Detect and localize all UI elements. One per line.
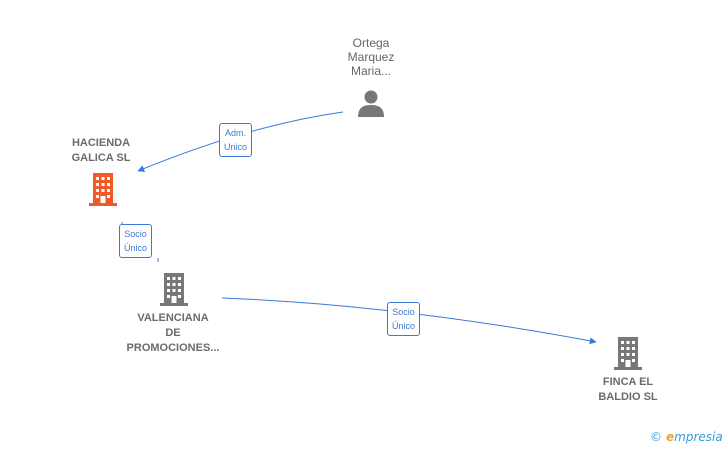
copyright-symbol: © [650,430,662,444]
edge-label-socio2-line-1: Socio [392,307,415,317]
edge-label-adm-line-2: Unico [224,142,248,152]
valenciana-name-line-1: VALENCIANA [137,312,209,324]
building-icon-hacienda[interactable] [87,171,119,207]
building-icon-finca[interactable] [612,335,644,371]
hacienda-name-line-1: HACIENDA [71,137,131,149]
person-name-line-1: Ortega [352,36,390,50]
building-icon-valenciana[interactable] [158,271,190,307]
person-name-line-2: Marquez [347,50,395,64]
edge-label-socio2-line-2: Único [392,321,416,331]
person-icon[interactable] [356,88,386,118]
valenciana-name-line-2: DE [165,327,181,339]
empresia-logo: © empresia [650,430,723,444]
finca-name-line-2: BALDIO SL [598,391,658,403]
edge-label-socio-unico-1[interactable]: Socio Único [119,224,153,258]
finca-name-line-1: FINCA EL [602,376,654,388]
edge-label-adm-unico[interactable]: Adm. Unico [219,123,253,157]
valenciana-name-line-3: PROMOCIONES... [126,342,220,354]
person-name-line-3: Maria... [350,64,391,78]
edge-label-socio1-line-1: Socio [124,229,147,239]
finca-node-label[interactable]: FINCA EL BALDIO SL [583,375,673,405]
edge-label-socio1-line-2: Único [124,243,148,253]
hacienda-node-label[interactable]: HACIENDA GALICA SL [56,136,146,166]
brand-rest: mpresia [674,430,723,444]
edge-label-adm-line-1: Adm. [225,128,247,138]
hacienda-name-line-2: GALICA SL [71,152,131,164]
valenciana-node-label[interactable]: VALENCIANA DE PROMOCIONES... [118,311,228,356]
edge-label-socio-unico-2[interactable]: Socio Único [387,302,421,336]
brand-e: e [666,430,675,444]
person-node-label[interactable]: Ortega Marquez Maria... [336,36,406,78]
